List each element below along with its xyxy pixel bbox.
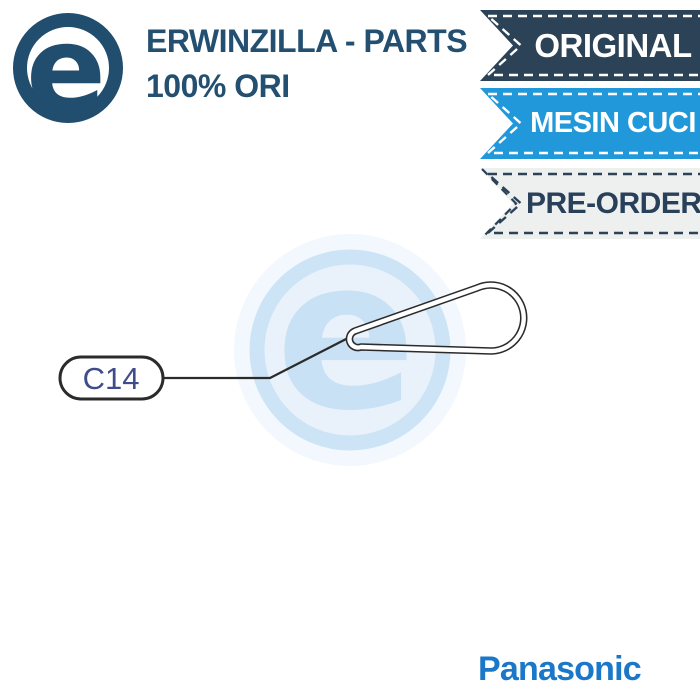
ribbon-pre-order: PRE-ORDER xyxy=(480,168,700,239)
store-name-line2: 100% ORI xyxy=(146,68,290,104)
watermark-logo-icon: e xyxy=(234,215,466,466)
ribbon-banner-shape xyxy=(480,10,700,81)
watermark-logo: e xyxy=(228,215,472,472)
store-logo-icon: e xyxy=(13,0,123,138)
logo-letter: e xyxy=(26,9,106,129)
store-name-line1: ERWINZILLA - PARTS xyxy=(146,23,468,59)
store-logo: e xyxy=(12,0,124,138)
part-callout-pill xyxy=(58,355,165,401)
part-callout-label: C14 xyxy=(83,361,140,396)
manufacturer-brand: Panasonic xyxy=(478,650,642,688)
ribbon-mesin-cuci: MESIN CUCI xyxy=(480,88,700,159)
ribbon-pre-order-label: PRE-ORDER xyxy=(526,187,700,220)
ribbon-banner-shape xyxy=(480,168,700,239)
ribbon-original-label: ORIGINAL xyxy=(534,27,692,64)
leader-line xyxy=(163,335,353,380)
loop-part-core xyxy=(347,282,526,354)
ribbon-mesin-cuci-label: MESIN CUCI xyxy=(530,107,696,139)
loop-part-outline xyxy=(345,281,528,355)
ribbon-banner-shape xyxy=(480,88,700,159)
ribbon-original: ORIGINAL xyxy=(480,10,700,81)
store-name: ERWINZILLA - PARTS 100% ORI xyxy=(146,22,486,105)
watermark-letter: e xyxy=(275,228,416,457)
